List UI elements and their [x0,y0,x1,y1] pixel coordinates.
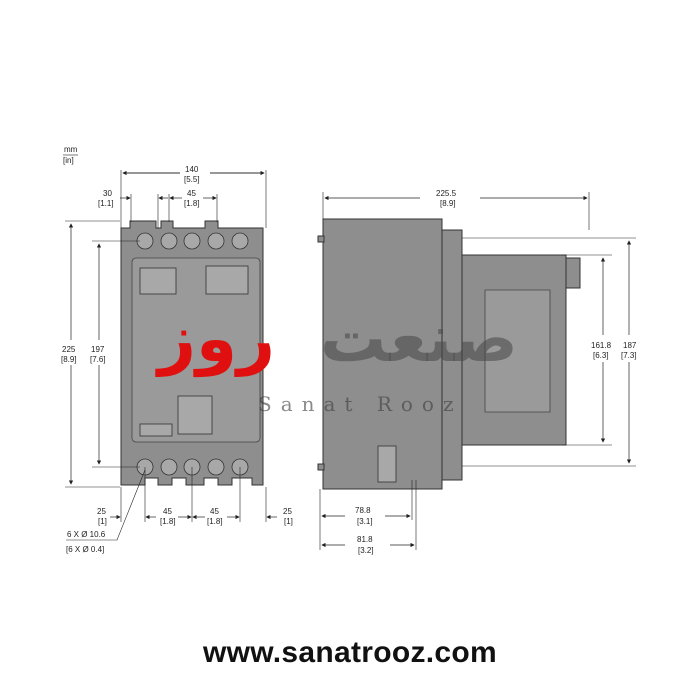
mount-depth1-mm: 78.8 [355,506,371,515]
width-mm: 140 [185,165,199,174]
bottom-left-in: [1] [98,517,107,526]
offset-mm: 30 [103,189,112,198]
height-in: [7.3] [621,351,637,360]
depth-in: [8.9] [440,199,456,208]
front-dimensions: 140 [5.5] 30 [1.1] 45 [1.8] 225 [8.9] 19… [61,163,293,554]
front-view [120,220,264,486]
bottom-left-mm: 25 [97,507,106,516]
watermark-logo-en: Sanat Rooz [258,392,463,416]
bottom-pitch2-mm: 45 [210,507,219,516]
height-total-mm: 225 [62,345,76,354]
width-in: [5.5] [184,175,200,184]
offset-in: [1.1] [98,199,114,208]
watermark-logo-gray: صنعت [320,300,518,377]
side-view [317,218,581,490]
depth-mm: 225.5 [436,189,457,198]
trip-unit [205,265,249,295]
handle-height-mm: 161.8 [591,341,612,350]
mount-depth1-in: [3.1] [357,517,373,526]
holes-in: [6 X Ø 0.4] [66,545,104,554]
height-mm: 187 [623,341,637,350]
height-inner-in: [7.6] [90,355,106,364]
watermark-logo-red: روز [158,300,276,377]
units-label: mm [in] [63,145,78,165]
bottom-right-mm: 25 [283,507,292,516]
units-in: [in] [63,156,74,165]
side-body [322,218,443,490]
pitch-top-mm: 45 [187,189,196,198]
side-dimensions: 225.5 [8.9] 161.8 [6.3] 187 [7.3] 78.8 [… [319,189,637,555]
handle-height-in: [6.3] [593,351,609,360]
units-mm: mm [64,145,78,154]
height-total-in: [8.9] [61,355,77,364]
front-cover [131,257,261,443]
height-inner-mm: 197 [91,345,105,354]
footer-url: www.sanatrooz.com [202,636,498,669]
mount-depth2-mm: 81.8 [357,535,373,544]
bottom-pitch2-in: [1.8] [207,517,223,526]
bottom-pitch1-in: [1.8] [160,517,176,526]
label-window [139,267,177,295]
bottom-pitch1-mm: 45 [163,507,172,516]
accessory-window [177,395,213,435]
mount-depth2-in: [3.2] [358,546,374,555]
pitch-top-in: [1.8] [184,199,200,208]
bottom-right-in: [1] [284,517,293,526]
nameplate [139,423,173,437]
terminal-holes-top [136,232,249,250]
holes-mm: 6 X Ø 10.6 [67,530,106,539]
